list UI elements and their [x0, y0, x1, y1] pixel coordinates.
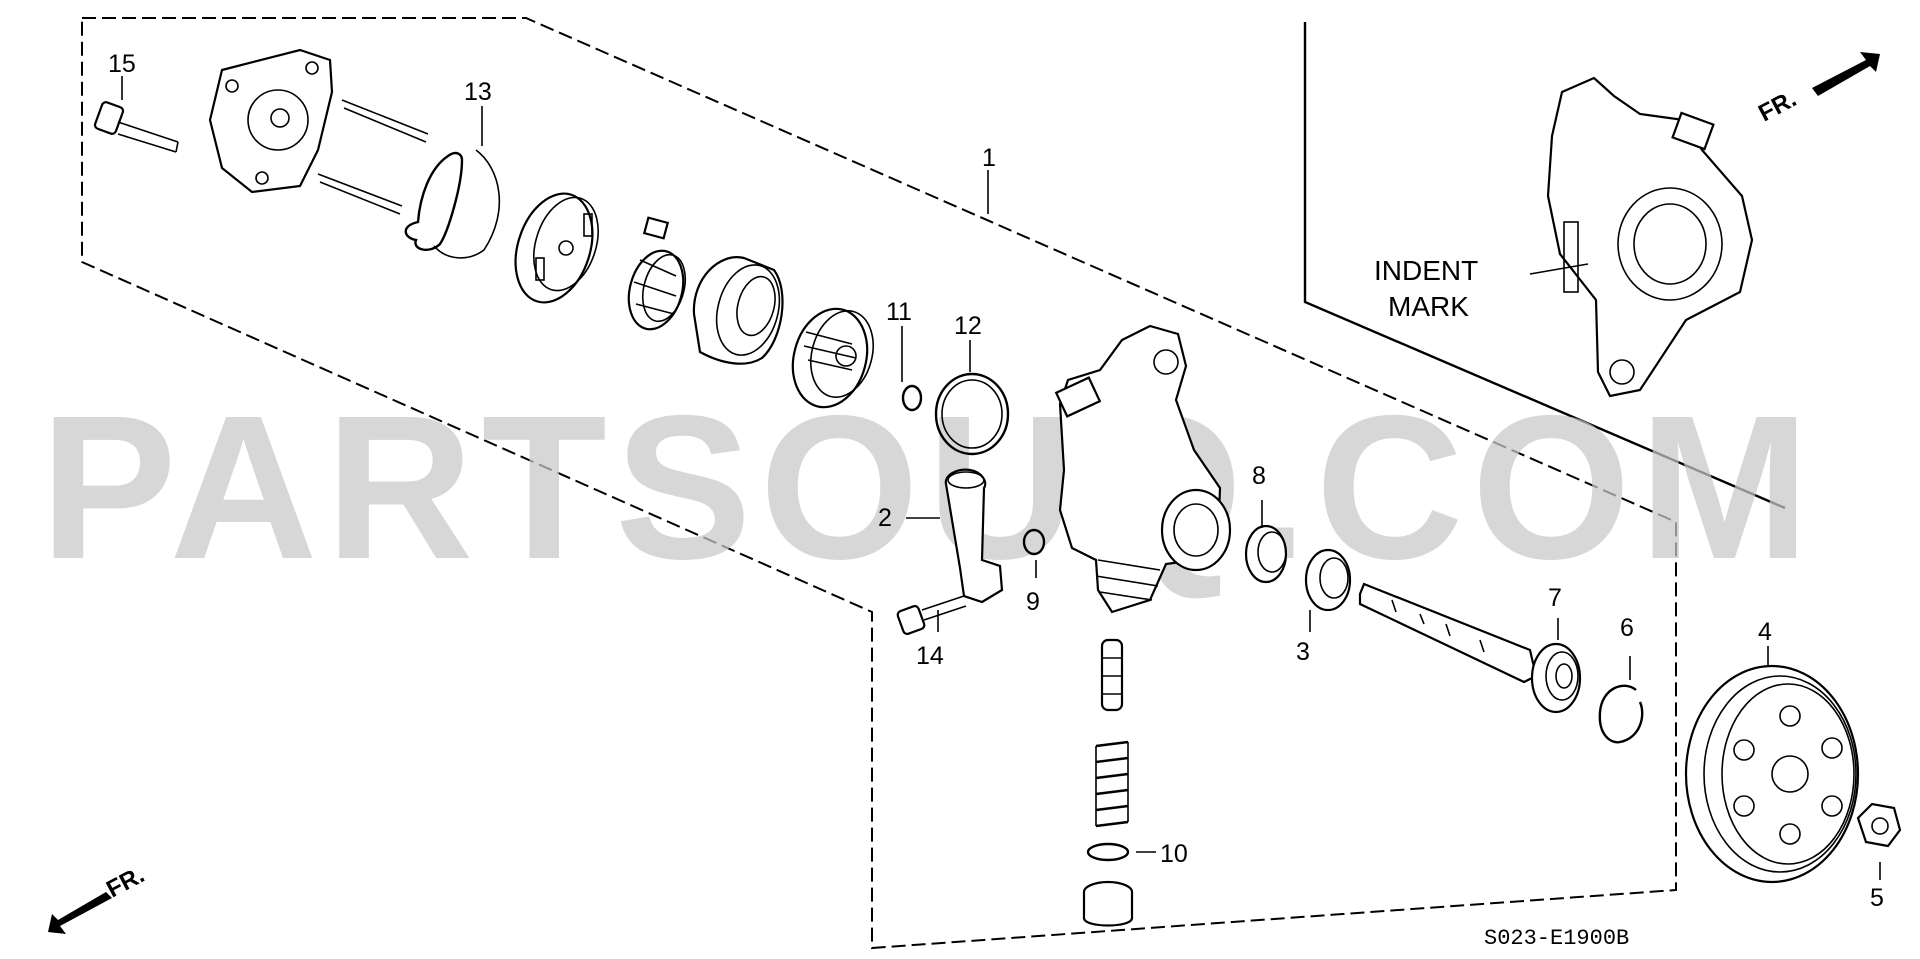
snap-ring-6-icon — [1598, 684, 1644, 744]
pulley-4-icon — [1684, 664, 1860, 884]
callout-12: 12 — [954, 312, 982, 340]
pump-cover-icon — [208, 48, 334, 194]
bolt-14-icon — [896, 595, 967, 636]
callout-4: 4 — [1758, 618, 1772, 646]
indent-note-line1: INDENT — [1374, 255, 1478, 286]
rotor-icon — [627, 216, 687, 331]
assembly-boundary — [81, 17, 1677, 950]
watermark: PARTSOUQ.COM — [40, 373, 1818, 602]
callout-5: 5 — [1870, 884, 1884, 912]
plug-icon — [1082, 880, 1134, 927]
cam-ring-icon — [692, 256, 784, 365]
indent-note-line2: MARK — [1388, 291, 1469, 322]
callout-2: 2 — [878, 504, 892, 532]
callout-6: 6 — [1620, 614, 1634, 642]
callout-14: 14 — [916, 642, 944, 670]
dowel-pins-icon — [317, 99, 429, 215]
fr-arrow-top-right-icon — [1812, 52, 1880, 96]
pressure-plate-icon — [791, 307, 874, 409]
side-plate-icon — [514, 192, 599, 304]
callout-10: 10 — [1160, 840, 1188, 868]
fr-label-top-right: FR. — [1754, 85, 1801, 127]
callout-7: 7 — [1548, 584, 1562, 612]
callout-9: 9 — [1026, 588, 1040, 616]
leader-lines — [121, 76, 1881, 880]
bearing-7-icon — [1530, 642, 1582, 714]
callout-1: 1 — [982, 144, 996, 172]
o-ring-10-icon — [1086, 842, 1130, 862]
callout-11: 11 — [886, 298, 912, 326]
nut-5-icon — [1856, 802, 1902, 848]
oil-seal-3-icon — [1304, 548, 1352, 612]
o-ring-12-icon — [934, 372, 1010, 456]
inset-pump-housing-icon — [1546, 76, 1754, 398]
inset-frame — [1303, 22, 1786, 510]
o-ring-11-icon — [901, 384, 923, 412]
callout-15: 15 — [108, 50, 136, 78]
pump-body-icon — [1054, 324, 1232, 614]
washer-9-icon — [1022, 528, 1046, 556]
diagram-code: S023-E1900B — [1484, 926, 1629, 951]
spring-icon — [1095, 740, 1129, 828]
bearing-8-icon — [1244, 524, 1288, 584]
cover-seal-13-icon — [404, 149, 501, 259]
callout-3: 3 — [1296, 638, 1310, 666]
callout-8: 8 — [1252, 462, 1266, 490]
fr-arrow-bottom-left-icon — [48, 892, 112, 934]
flow-valve-icon — [1100, 638, 1124, 712]
callout-13: 13 — [464, 78, 492, 106]
callout-numbers: 1 2 3 4 5 6 7 8 9 10 11 12 13 14 15 — [108, 50, 1884, 912]
inlet-joint-2-icon — [944, 468, 1004, 604]
bolt-15-icon — [93, 101, 179, 153]
